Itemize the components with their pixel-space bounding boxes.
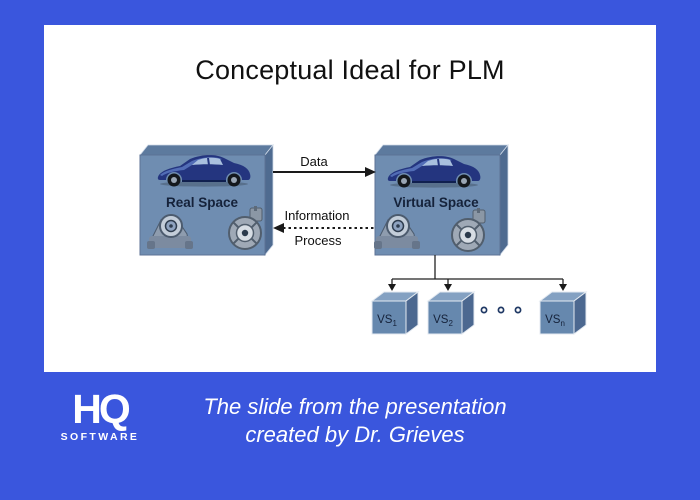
vs-connector-tree	[388, 255, 567, 291]
caption-line-2: created by Dr. Grieves	[245, 422, 465, 448]
vs1-label-base: VS	[377, 314, 393, 326]
data-arrow-head	[365, 167, 376, 177]
virtual-space-box-top-face	[374, 144, 509, 156]
information-label: Information	[284, 208, 349, 223]
vsn-arrow-head	[559, 284, 567, 291]
footer: HQ SOFTWARE The slide from the presentat…	[0, 372, 700, 500]
vs1-label-sub: 1	[392, 319, 397, 328]
vs2-label: VS2	[433, 314, 453, 328]
vs1-cube: VS1	[370, 291, 420, 335]
information-arrow-head	[273, 223, 284, 233]
vsn-cube: VSn	[538, 291, 588, 335]
slide: Conceptual Ideal for PLM	[44, 25, 656, 372]
ellipsis-dots	[480, 306, 522, 314]
logo-monogram: HQ	[72, 386, 131, 432]
real-space-label: Real Space	[166, 195, 239, 210]
vs2-cube: VS2	[426, 291, 476, 335]
slide-title: Conceptual Ideal for PLM	[195, 55, 505, 85]
vs2-arrow-head	[444, 284, 452, 291]
logo-word: SOFTWARE	[60, 430, 140, 443]
data-arrow: Data	[273, 154, 376, 177]
plm-diagram: Real Space Virtual Space Data	[139, 143, 588, 335]
vs1-arrow-head	[388, 284, 396, 291]
vsn-label: VSn	[545, 314, 565, 328]
hq-software-logo: HQ SOFTWARE	[52, 386, 148, 443]
virtual-space-label: Virtual Space	[393, 195, 479, 210]
vs1-label: VS1	[377, 314, 397, 328]
virtual-space-box: Virtual Space	[373, 143, 509, 257]
information-process-arrow: Information Process	[273, 208, 375, 248]
caption: The slide from the presentation created …	[160, 393, 550, 449]
caption-line-1: The slide from the presentation	[203, 394, 507, 419]
process-label: Process	[295, 233, 342, 248]
vs2-label-sub: 2	[448, 319, 453, 328]
real-space-box: Real Space	[139, 143, 274, 257]
vsn-label-base: VS	[545, 314, 561, 326]
real-space-box-top-face	[139, 144, 274, 156]
vsn-label-sub: n	[560, 319, 564, 328]
vs2-label-base: VS	[433, 314, 449, 326]
data-arrow-label: Data	[300, 154, 328, 169]
real-space-box-side-face	[264, 143, 274, 257]
virtual-space-box-side-face	[499, 143, 509, 257]
